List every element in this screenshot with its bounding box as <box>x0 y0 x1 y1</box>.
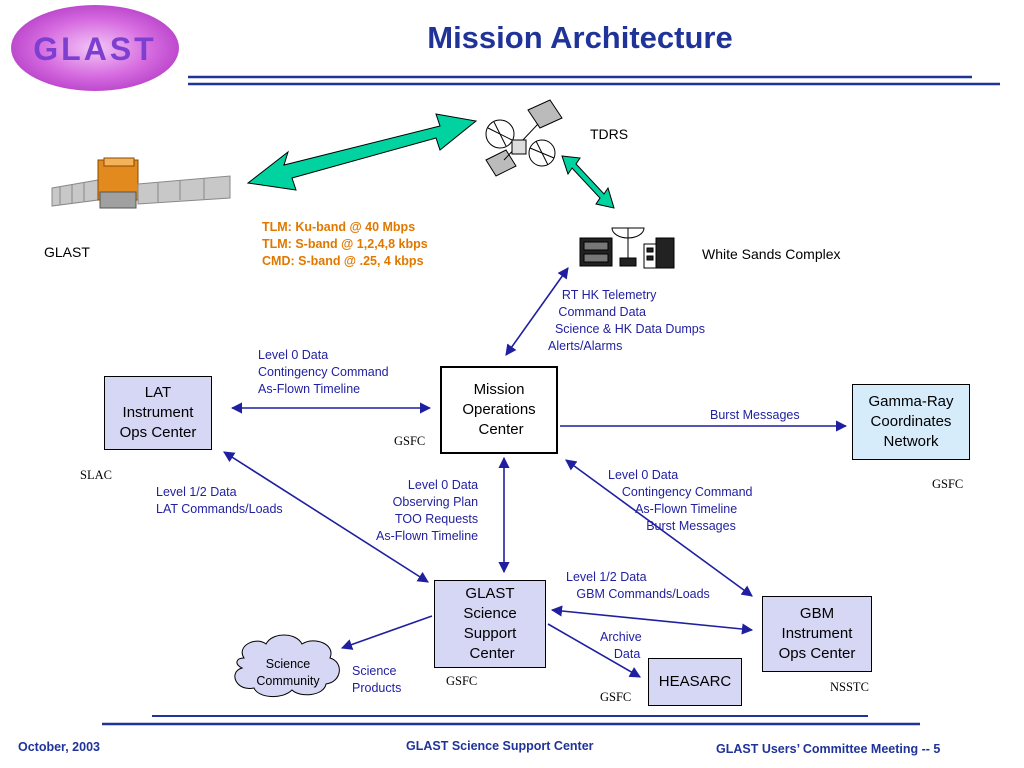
glast-science-support-center-box: GLAST Science Support Center <box>434 580 546 668</box>
tlm-block: TLM: Ku-band @ 40 Mbps TLM: S-band @ 1,2… <box>262 219 428 270</box>
arrow-moc-gbm <box>565 459 753 597</box>
tdrs-label: TDRS <box>590 126 629 142</box>
gssc-gbm-flow-label: Level 1/2 Data GBM Commands/Loads <box>566 570 710 601</box>
gbm-location: NSSTC <box>830 680 869 694</box>
footer-date: October, 2003 <box>18 740 100 754</box>
footer-center: GLAST Science Support Center <box>406 739 594 753</box>
science-products-label: Science Products <box>352 664 402 695</box>
page-title: Mission Architecture <box>427 20 733 55</box>
mission-operations-center-box: Mission Operations Center <box>440 366 558 454</box>
lat-instrument-ops-center-box: LAT Instrument Ops Center <box>104 376 212 450</box>
logo-text: GLAST <box>33 31 156 67</box>
moc-gssc-flow-label: Level 0 Data Observing Plan TOO Requests… <box>376 478 479 543</box>
science-community-cloud-icon <box>234 634 340 697</box>
arrow-gssc-heasarc <box>547 623 641 678</box>
gcn-location: GSFC <box>932 477 964 491</box>
gbm-instrument-ops-center-box: GBM Instrument Ops Center <box>762 596 872 672</box>
wsc-moc-flow-label: RT HK Telemetry Command Data Science & H… <box>548 288 706 353</box>
archive-data-label: Archive Data <box>600 630 642 661</box>
burst-messages-label: Burst Messages <box>710 408 800 422</box>
arrow-gssc-science-community <box>340 615 433 650</box>
moc-gbm-flow-label: Level 0 Data Contingency Command As-Flow… <box>608 468 753 533</box>
ku-band-link-arrow <box>246 113 478 191</box>
arrow-wsc-moc <box>505 267 569 356</box>
arrow-lat-gssc <box>223 451 429 583</box>
lat-moc-flow-label: Level 0 Data Contingency Command As-Flow… <box>258 348 389 396</box>
lat-gssc-flow-label: Level 1/2 Data LAT Commands/Loads <box>156 485 283 516</box>
gamma-ray-coordinates-network-box: Gamma-Ray Coordinates Network <box>852 384 970 460</box>
moc-location: GSFC <box>394 434 426 448</box>
tlm-line-1: TLM: Ku-band @ 40 Mbps <box>262 220 416 234</box>
lat-location: SLAC <box>80 468 112 482</box>
white-sands-label: White Sands Complex <box>702 246 841 262</box>
glast-satellite-icon <box>51 157 231 209</box>
tlm-line-3: CMD: S-band @ .25, 4 kbps <box>262 254 424 268</box>
glast-label: GLAST <box>44 244 90 260</box>
tdrs-wsc-link-arrow <box>561 155 615 209</box>
tlm-line-2: TLM: S-band @ 1,2,4,8 kbps <box>262 237 428 251</box>
arrow-gssc-gbm <box>550 605 754 635</box>
white-sands-ground-station-icon <box>579 227 675 269</box>
gssc-location: GSFC <box>446 674 478 688</box>
glast-logo: GLAST <box>10 4 180 92</box>
science-community-label: Science Community <box>256 657 320 688</box>
tdrs-satellite-icon <box>485 99 563 177</box>
heasarc-box: HEASARC <box>648 658 742 706</box>
footer-right: GLAST Users’ Committee Meeting -- 5 <box>716 742 941 756</box>
heasarc-location: GSFC <box>600 690 632 704</box>
